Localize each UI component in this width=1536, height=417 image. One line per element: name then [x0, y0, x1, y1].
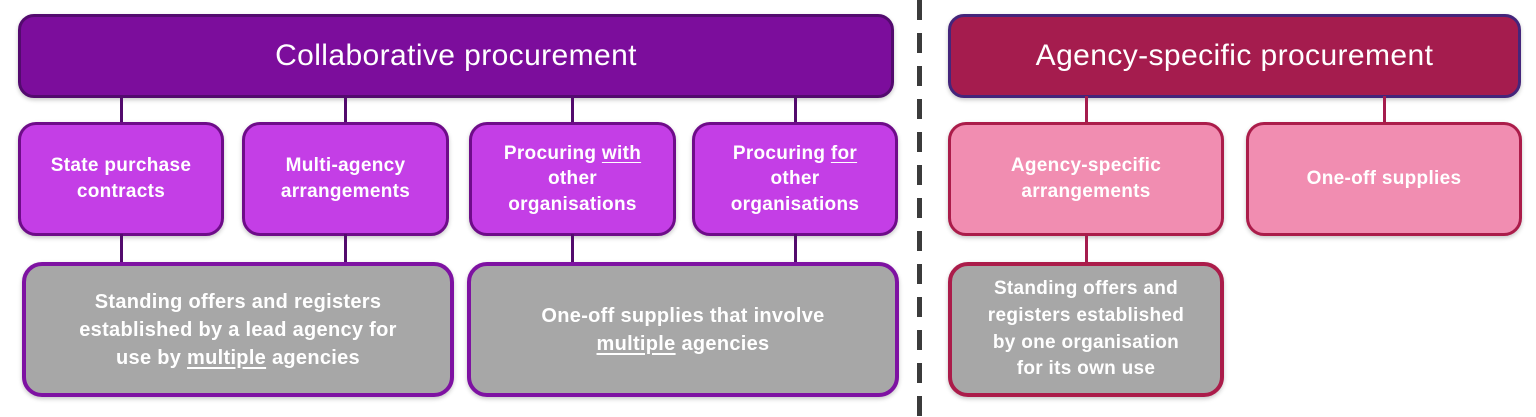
one-off-supplies-box: One-off supplies — [1246, 122, 1522, 236]
connector-line — [344, 234, 347, 263]
connector-line — [571, 96, 574, 123]
connector-line — [571, 234, 574, 263]
connector-line — [120, 96, 123, 123]
connector-line — [1085, 96, 1088, 123]
connector-line — [1085, 234, 1088, 263]
connector-line — [794, 96, 797, 123]
connector-line — [794, 234, 797, 263]
box-label: One-off supplies — [1306, 168, 1462, 190]
dashed-divider-line — [917, 0, 922, 417]
connector-line — [1383, 96, 1386, 123]
connector-line — [120, 234, 123, 263]
collaborative-procurement-header: Collaborative procurement — [18, 14, 894, 98]
connector-line — [344, 96, 347, 123]
agency-specific-procurement-header: Agency-specific procurement — [948, 14, 1521, 98]
